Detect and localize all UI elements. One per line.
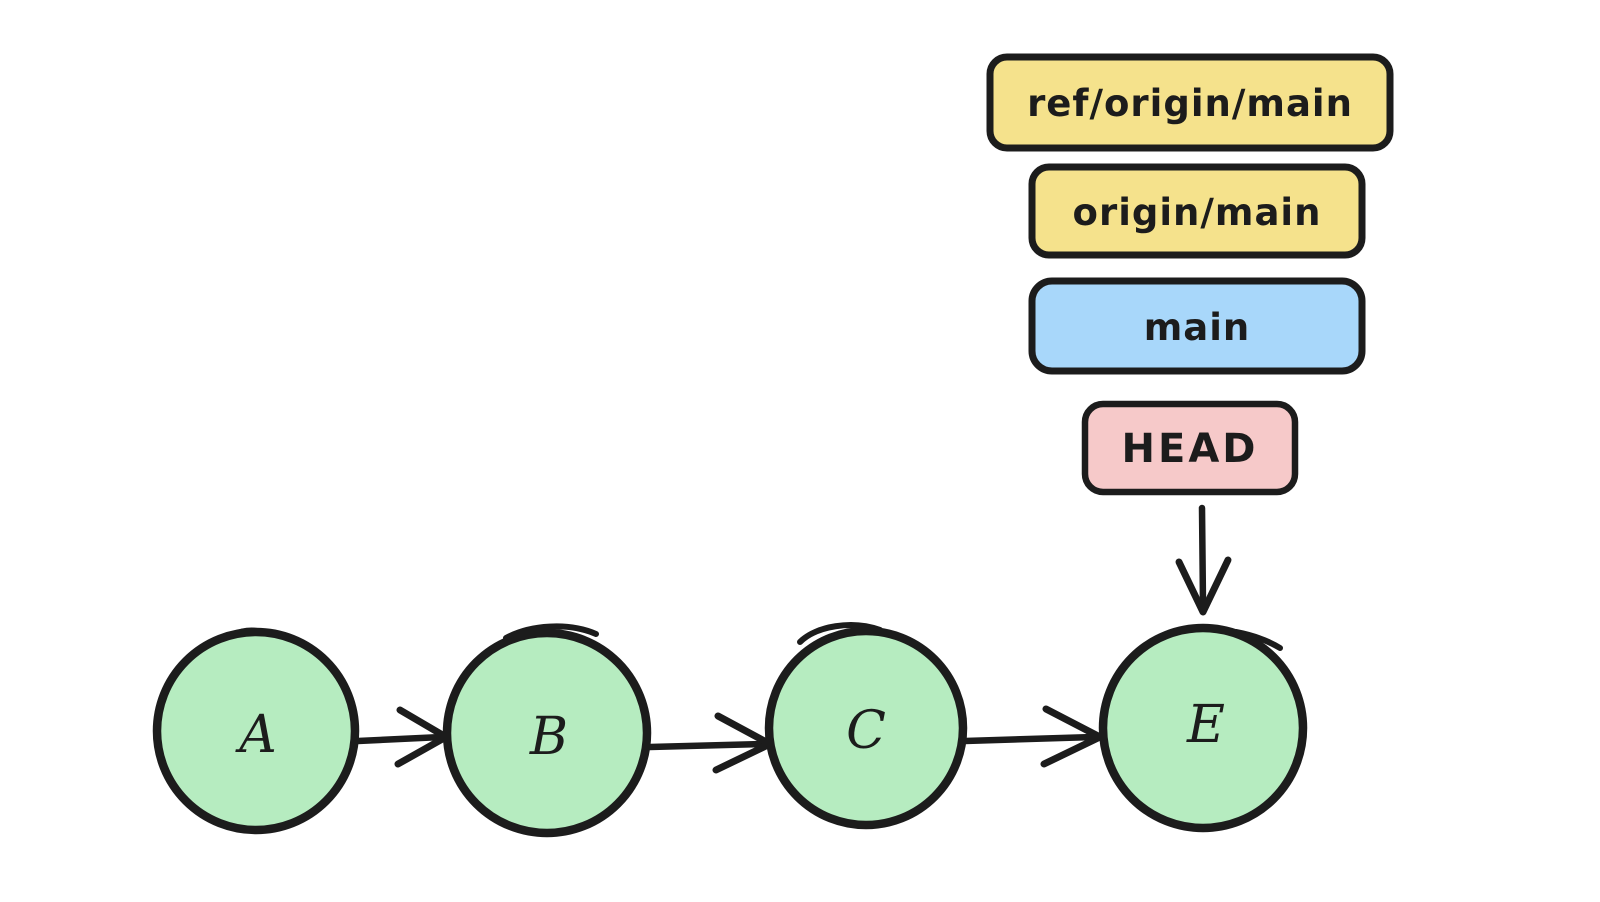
head-text: HEAD	[1122, 426, 1259, 472]
edge-a-to-b-line	[354, 733, 446, 745]
edge-c-to-e-line	[961, 733, 1098, 745]
main-text: main	[1144, 306, 1251, 349]
main-box	[1028, 277, 1366, 375]
commit-node-b: B	[442, 623, 652, 838]
commit-a-sketch-stroke	[229, 627, 265, 638]
edge-b-to-c	[646, 712, 774, 774]
commit-node-a: A	[152, 627, 360, 835]
edge-head-to-e-line	[1198, 504, 1207, 608]
commit-node-c: C	[764, 622, 968, 830]
commit-e-circle	[1098, 623, 1308, 833]
commit-b-circle	[442, 628, 652, 838]
origin-main-box	[1028, 163, 1366, 259]
origin-main-text: origin/main	[1073, 191, 1322, 234]
commit-a-label: A	[235, 705, 277, 765]
edge-a-to-b	[354, 706, 450, 768]
ref-origin-main-text: ref/origin/main	[1027, 82, 1353, 125]
ref-label-ref-origin-main: ref/origin/main	[986, 53, 1394, 152]
commit-b-label: B	[529, 707, 568, 767]
commit-c-circle	[764, 626, 968, 830]
edge-c-to-e	[961, 705, 1104, 768]
edge-b-to-c-line	[646, 740, 768, 751]
edge-head-to-e-arrowhead-icon	[1175, 556, 1232, 616]
commit-c-sketch-stroke	[797, 622, 883, 645]
ref-origin-main-box	[986, 53, 1394, 152]
branch-label-main: main	[1028, 277, 1366, 375]
head-label: HEAD	[1081, 400, 1299, 496]
commit-node-e: E	[1098, 623, 1308, 833]
head-box	[1081, 400, 1299, 496]
commit-b-sketch-stroke	[503, 623, 599, 641]
commit-c-label: C	[846, 701, 886, 761]
commit-e-sketch-stroke	[1233, 629, 1283, 651]
ref-label-origin-main: origin/main	[1028, 163, 1366, 259]
edge-head-to-e	[1175, 504, 1232, 616]
commit-e-label: E	[1186, 695, 1225, 755]
